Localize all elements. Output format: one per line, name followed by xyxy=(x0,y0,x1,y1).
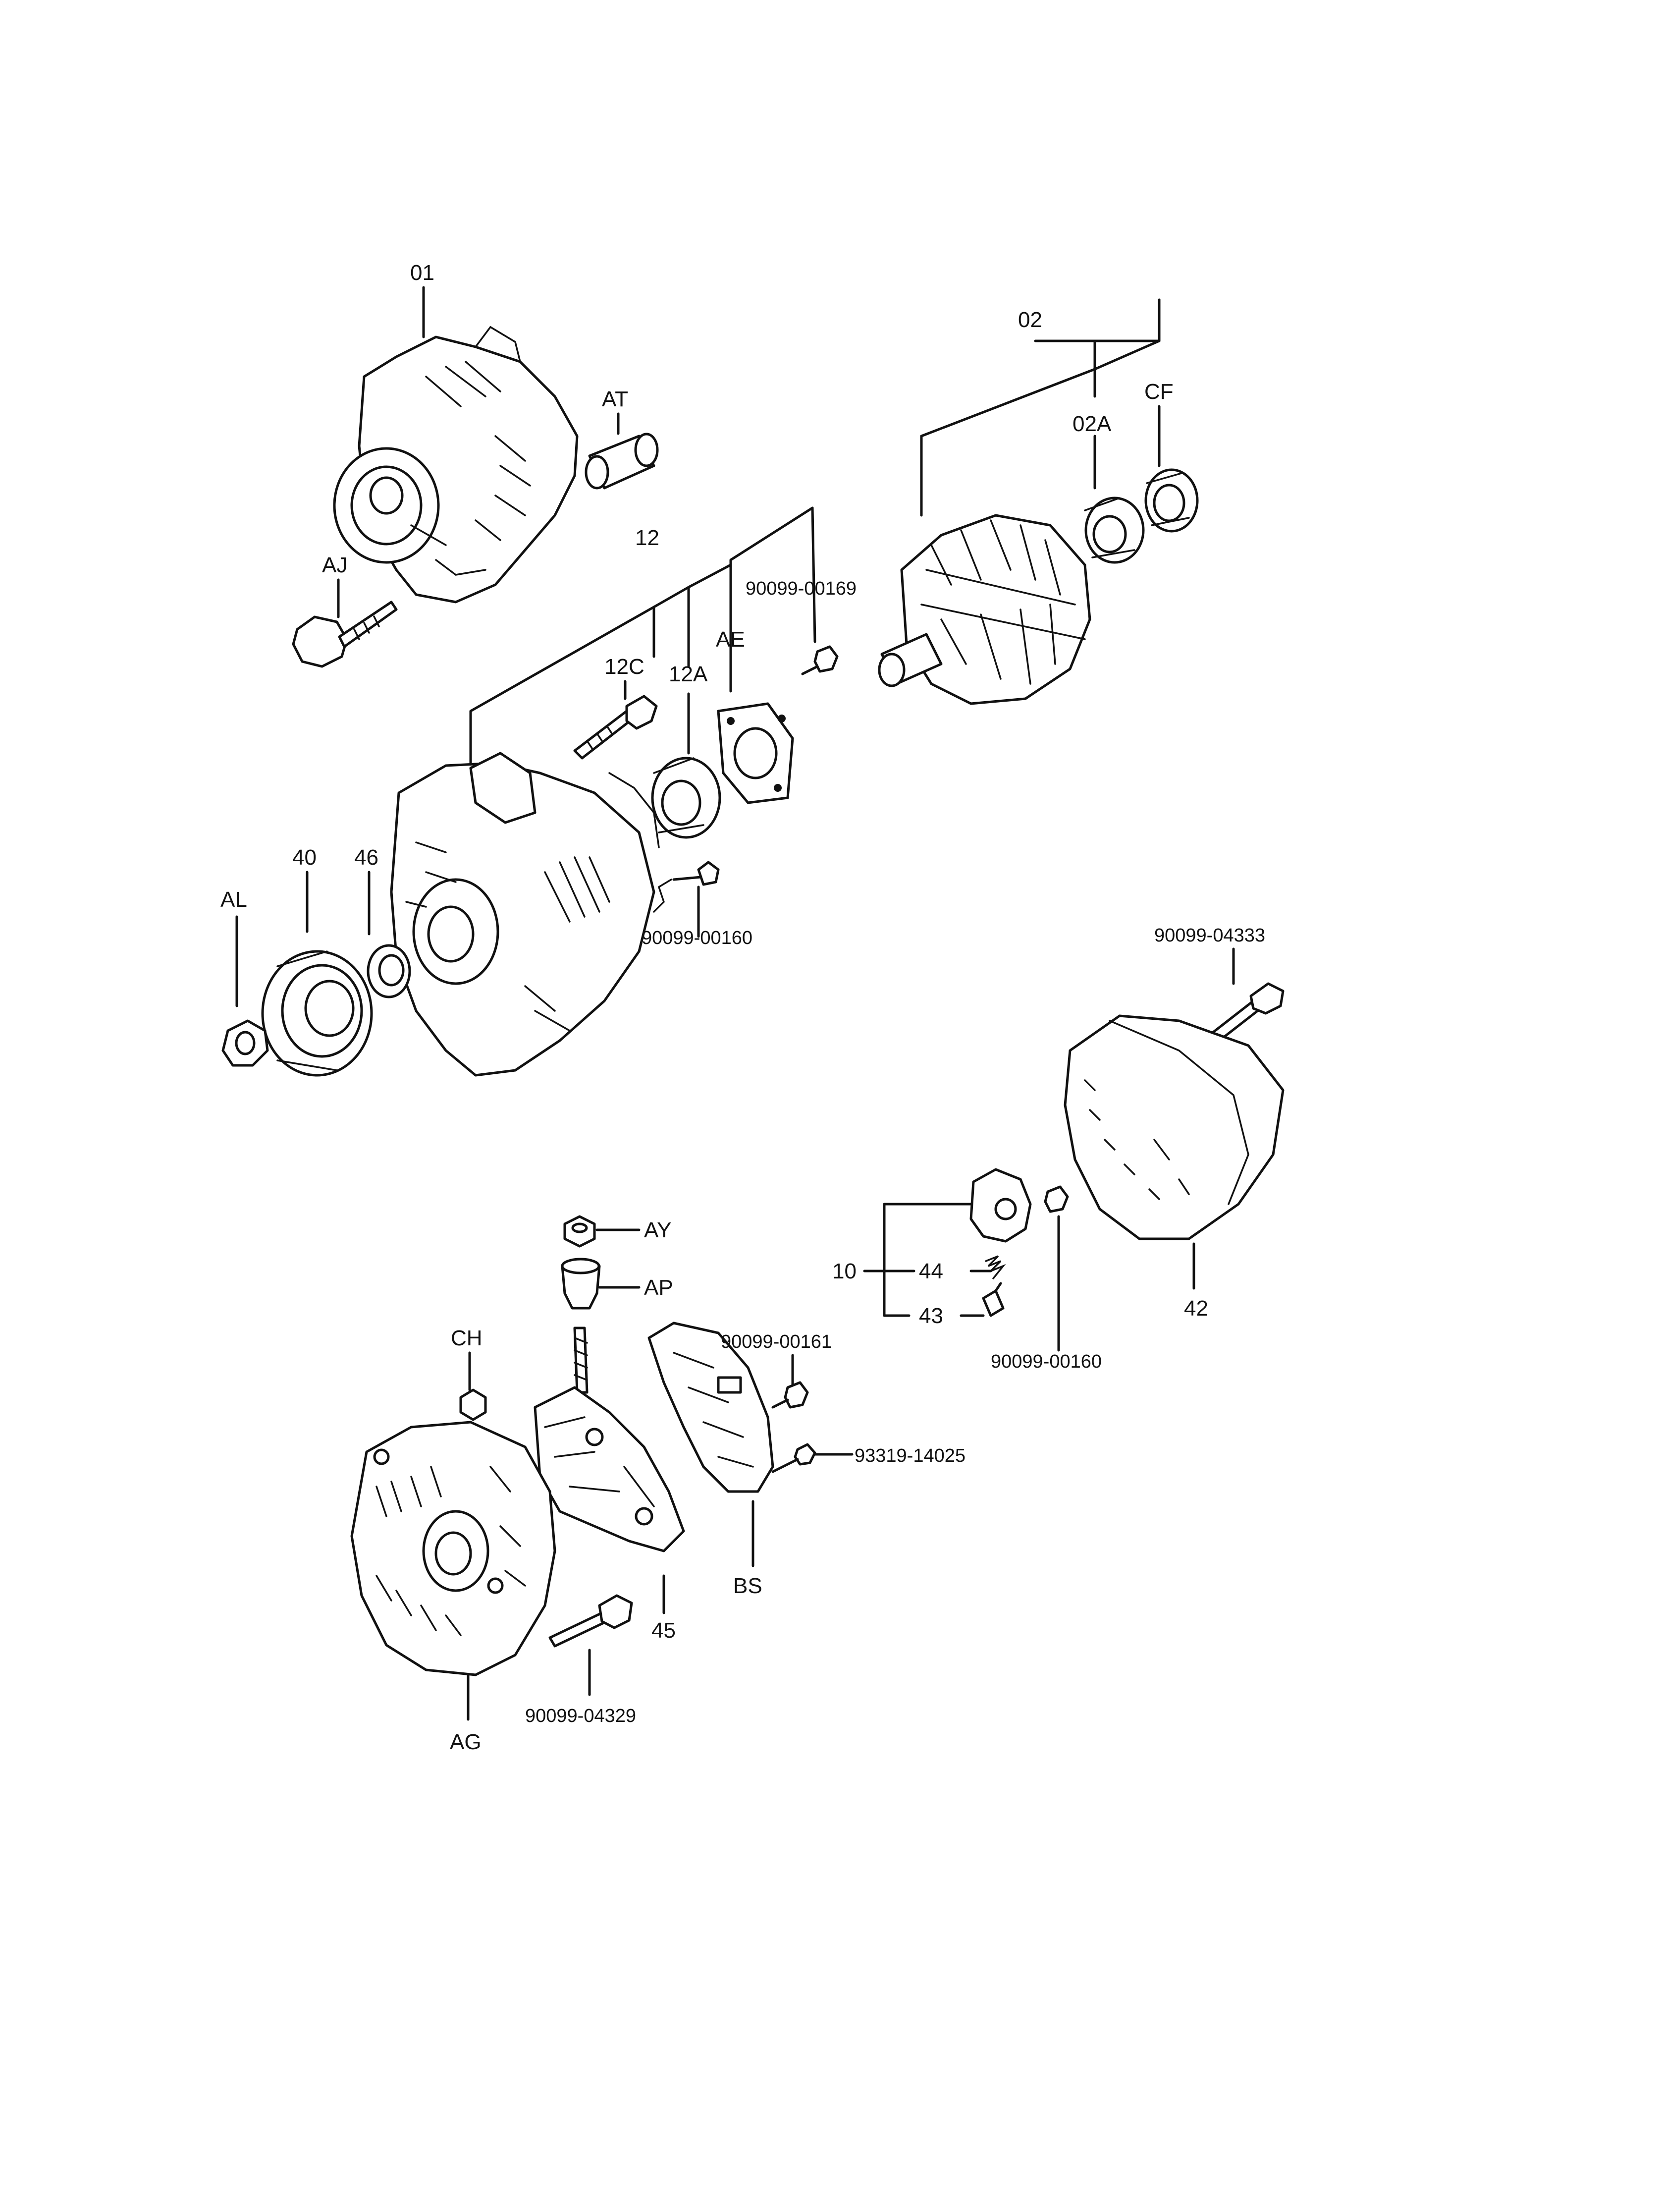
label-90099-00160-lower: 90099-00160 xyxy=(991,1351,1102,1372)
label-90099-04333: 90099-04333 xyxy=(1154,925,1265,946)
screw-00161-part xyxy=(771,1381,809,1409)
through-bolt-12c-part xyxy=(573,695,658,760)
label-at: AT xyxy=(602,387,628,411)
label-40: 40 xyxy=(292,845,317,870)
part-ch xyxy=(459,1388,487,1421)
label-93319-14025: 93319-14025 xyxy=(855,1445,966,1466)
label-02: 02 xyxy=(1018,308,1042,332)
label-42: 42 xyxy=(1184,1296,1208,1321)
bolt-aj-part xyxy=(292,601,398,668)
sleeve-part xyxy=(585,433,659,490)
label-43: 43 xyxy=(919,1304,943,1328)
bolt-04333-part xyxy=(1207,982,1285,1045)
callout-labels: 01 AT 02 02A CF AJ 12 90099-00169 AE 12C… xyxy=(220,261,1265,1754)
label-90099-04329: 90099-04329 xyxy=(525,1706,636,1726)
label-aj: AJ xyxy=(322,553,347,577)
nut-ay-part xyxy=(563,1215,596,1248)
label-90099-00169: 90099-00169 xyxy=(746,578,857,599)
label-ay: AY xyxy=(644,1218,671,1242)
retainer-plate-ae-part xyxy=(717,702,794,804)
label-90099-00160-upper: 90099-00160 xyxy=(642,928,752,948)
regulator-bs-part xyxy=(647,1322,774,1493)
label-12: 12 xyxy=(635,526,659,550)
label-ag: AG xyxy=(450,1730,482,1754)
leader-lines xyxy=(235,286,1235,1721)
label-46: 46 xyxy=(354,845,378,870)
label-al: AL xyxy=(220,887,247,912)
label-cf: CF xyxy=(1144,380,1174,404)
collar-part xyxy=(367,944,411,998)
label-44: 44 xyxy=(919,1259,943,1283)
insulator-ap-part xyxy=(561,1258,601,1310)
label-02a: 02A xyxy=(1073,412,1112,436)
bearing-12a-part xyxy=(651,757,721,839)
screw-00169-part xyxy=(801,645,839,675)
screw-00160-lower-part xyxy=(1044,1185,1069,1213)
rear-end-frame-part xyxy=(350,1421,556,1676)
label-ch: CH xyxy=(451,1326,483,1350)
label-ap: AP xyxy=(644,1275,673,1300)
screw-14025-part xyxy=(771,1443,816,1473)
brush-part xyxy=(982,1282,1005,1317)
rectifier-part xyxy=(534,1327,685,1552)
label-01: 01 xyxy=(410,261,434,285)
brush-holder-part xyxy=(969,1168,1032,1243)
alternator-assembly-part xyxy=(333,326,579,604)
label-ae: AE xyxy=(716,627,745,652)
bolt-04329-part xyxy=(548,1594,633,1648)
spring-part xyxy=(985,1255,1006,1279)
bearing-cover-cf-part xyxy=(1144,468,1199,533)
rear-cover-part xyxy=(1064,1014,1285,1240)
label-12a: 12A xyxy=(669,662,708,686)
nut-al-part xyxy=(221,1019,269,1067)
pulley-part xyxy=(261,950,373,1077)
screw-00160-upper-part xyxy=(653,861,720,913)
label-45: 45 xyxy=(651,1618,676,1643)
drive-end-frame-part xyxy=(390,752,660,1077)
label-90099-00161: 90099-00161 xyxy=(721,1331,832,1352)
label-12c: 12C xyxy=(604,655,644,679)
bearing-02a-part xyxy=(1084,497,1145,564)
label-10: 10 xyxy=(832,1259,857,1283)
label-bs: BS xyxy=(733,1574,762,1598)
rotor-part xyxy=(878,514,1091,705)
